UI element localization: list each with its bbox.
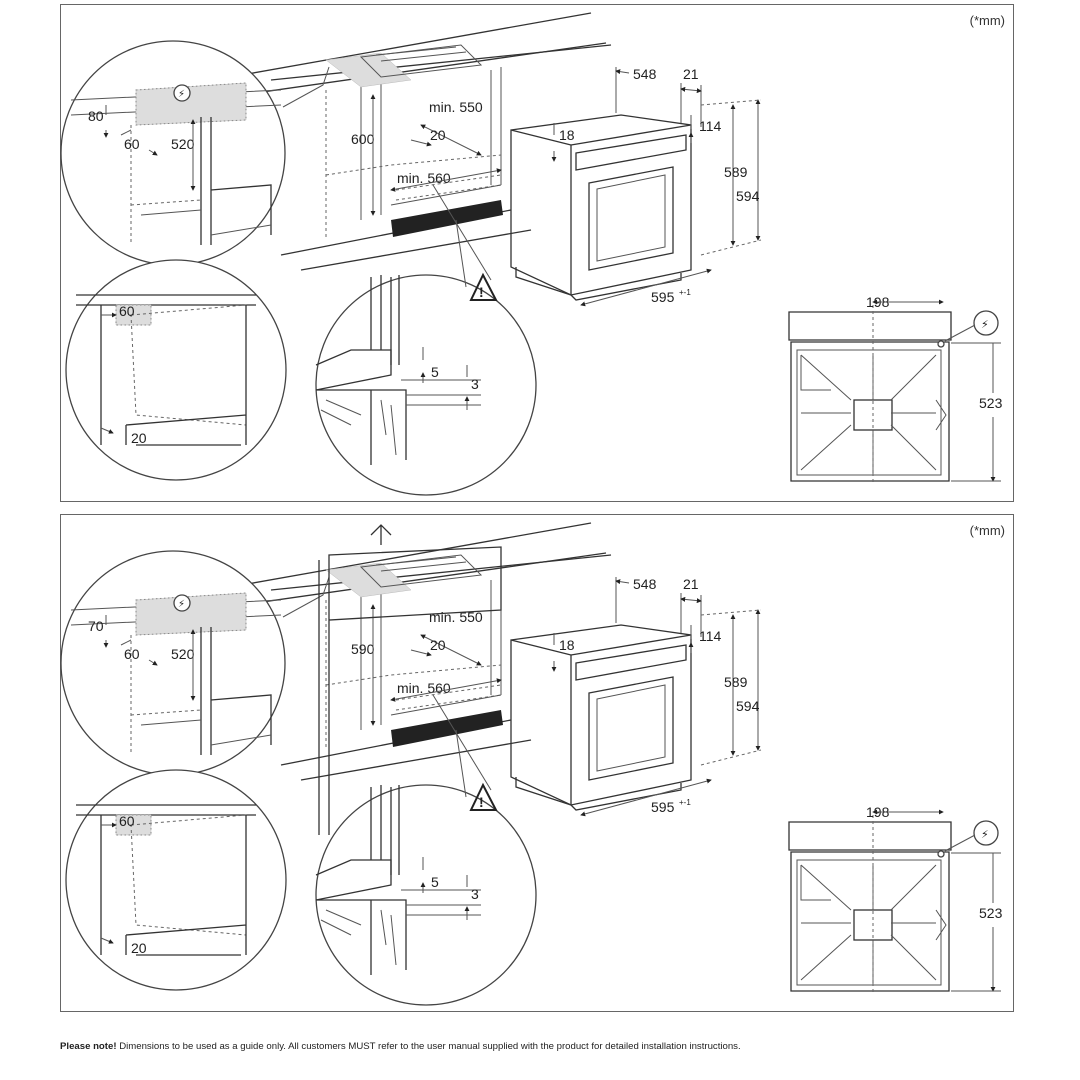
- svg-text:⚡: ⚡: [981, 319, 989, 331]
- detail-circle-center: !: [315, 782, 537, 1006]
- dim-595-tolerance: +-1: [679, 288, 691, 297]
- dim-595: 595: [651, 289, 675, 305]
- oven-drawing: [510, 624, 692, 811]
- dim-589: 589: [724, 164, 748, 180]
- svg-text:!: !: [479, 284, 484, 300]
- dim-20-detail: 20: [131, 940, 147, 956]
- detail-circle-top-left: ⚡: [60, 550, 286, 776]
- dim-60: 60: [124, 136, 140, 152]
- dim-60: 60: [124, 646, 140, 662]
- detail-circle-bottom-left: [65, 259, 287, 481]
- svg-text:⚡: ⚡: [981, 829, 989, 841]
- svg-text:⚡: ⚡: [178, 599, 185, 610]
- dim-21: 21: [683, 66, 699, 82]
- cabinet-outline: [100, 12, 612, 271]
- note-label: Please note!: [60, 1041, 117, 1052]
- unit-label: (*mm): [969, 523, 1005, 538]
- installation-diagram: 590 min. 550 20 min. 560 548 21 18 114: [60, 522, 1003, 1006]
- svg-text:!: !: [479, 794, 484, 810]
- dim-595-tolerance: +-1: [679, 798, 691, 807]
- dim-523: 523: [979, 395, 1003, 411]
- unit-label: (*mm): [969, 13, 1005, 28]
- dim-548: 548: [633, 66, 657, 82]
- dim-80: 70: [88, 618, 104, 634]
- dim-523: 523: [979, 905, 1003, 921]
- dim-5: 5: [431, 364, 439, 380]
- dim-21: 21: [683, 576, 699, 592]
- disclaimer-note: Please note! Dimensions to be used as a …: [60, 1041, 741, 1052]
- dim-18: 18: [559, 637, 575, 653]
- dim-114: 114: [699, 118, 722, 134]
- dim-520: 520: [171, 646, 195, 662]
- installation-panel-column: (*mm) 590 min. 550: [60, 514, 1014, 1012]
- installation-diagram: 600 min. 550 20 min. 560 548 21 18 114: [60, 12, 1003, 496]
- dim-60-detail: 60: [119, 813, 135, 829]
- cabinet-outline: [100, 522, 612, 781]
- oven-drawing: [510, 114, 692, 301]
- dim-20-top: 20: [430, 637, 446, 653]
- dim-594: 594: [736, 188, 760, 204]
- dim-20-top: 20: [430, 127, 446, 143]
- dim-80: 80: [88, 108, 104, 124]
- dim-589: 589: [724, 674, 748, 690]
- dim-cabinet-height: 590: [351, 641, 375, 657]
- oven-rear-view: ⚡: [788, 815, 999, 995]
- dim-594: 594: [736, 698, 760, 714]
- installation-panel-worktop: (*mm) 600 min. 550: [60, 4, 1014, 502]
- svg-text:⚡: ⚡: [178, 89, 185, 100]
- dim-min-550: min. 550: [429, 99, 483, 115]
- dim-595: 595: [651, 799, 675, 815]
- tall-column-outline: [318, 524, 502, 835]
- note-text: Dimensions to be used as a guide only. A…: [119, 1041, 741, 1052]
- detail-circle-center: !: [315, 272, 537, 496]
- dim-3: 3: [471, 376, 479, 392]
- dim-cabinet-height: 600: [351, 131, 375, 147]
- dim-114: 114: [699, 628, 722, 644]
- dim-548: 548: [633, 576, 657, 592]
- dim-18: 18: [559, 127, 575, 143]
- oven-rear-view: ⚡: [788, 305, 999, 485]
- dim-60-detail: 60: [119, 303, 135, 319]
- detail-circle-bottom-left: [65, 769, 287, 991]
- detail-circle-top-left: ⚡: [60, 40, 286, 266]
- dim-520: 520: [171, 136, 195, 152]
- dim-5: 5: [431, 874, 439, 890]
- dim-3: 3: [471, 886, 479, 902]
- dim-20-detail: 20: [131, 430, 147, 446]
